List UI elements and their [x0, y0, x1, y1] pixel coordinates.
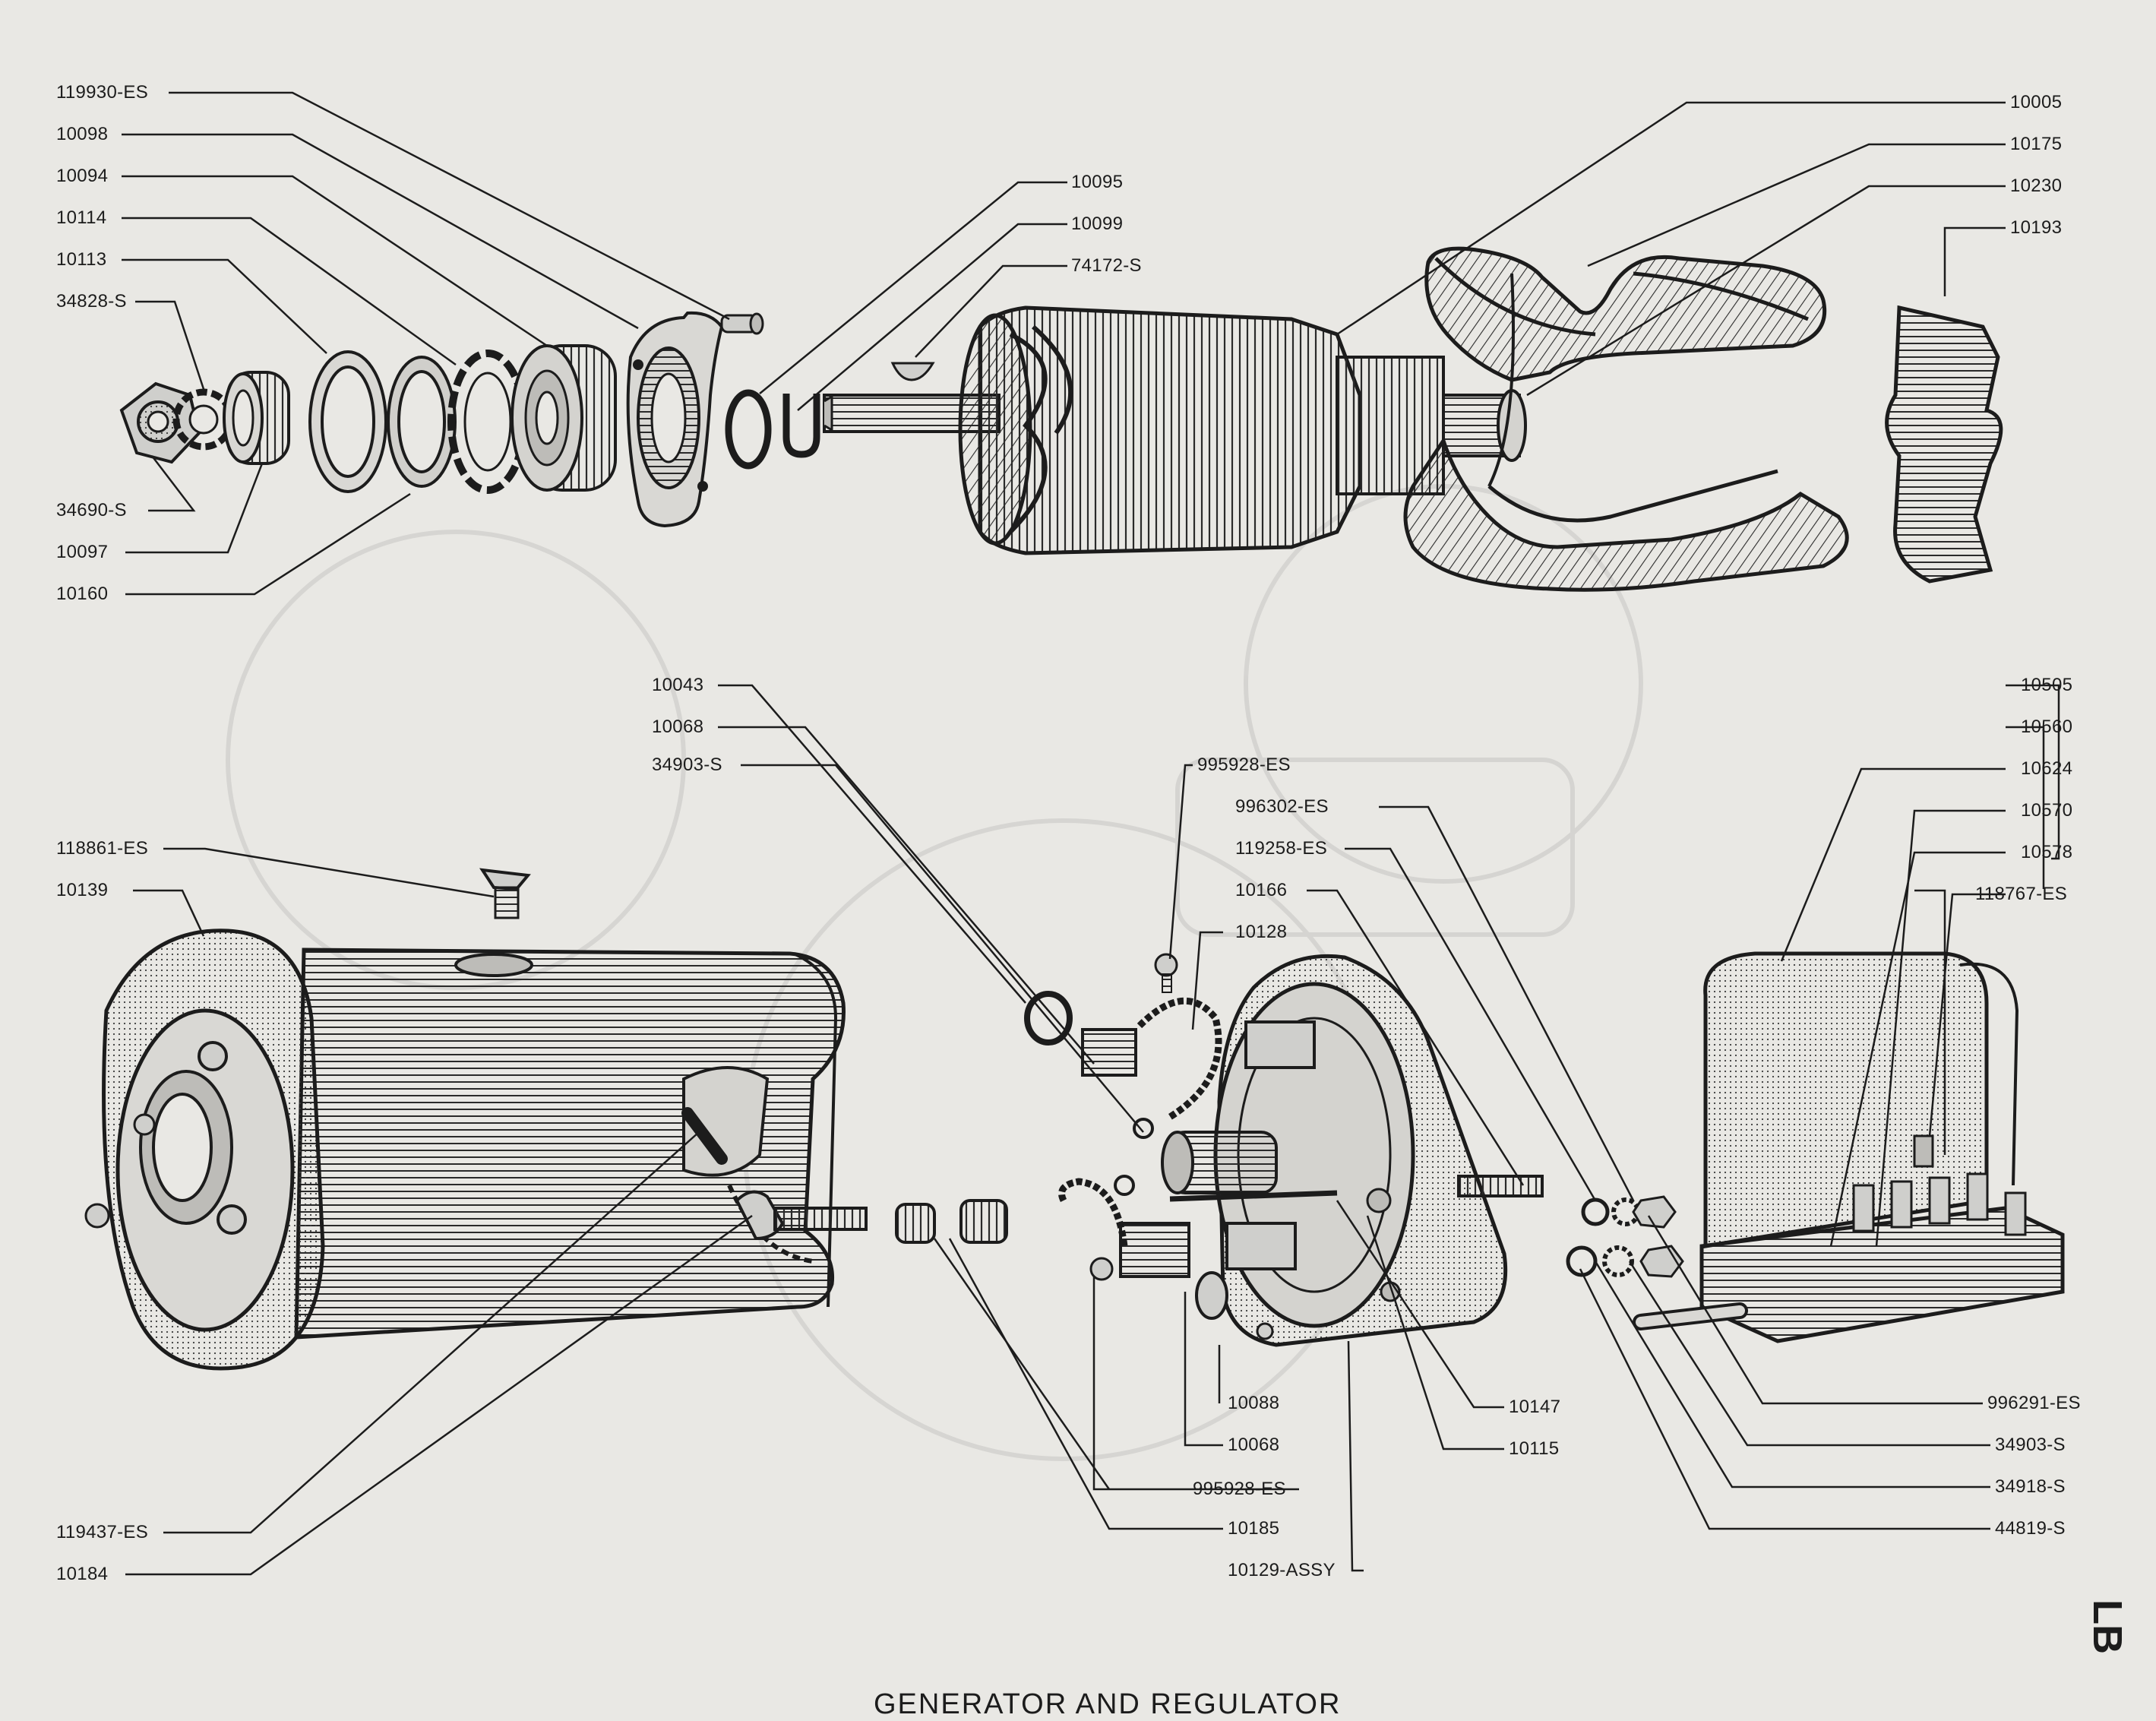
label-10128: 10128: [1235, 922, 1288, 942]
label-10160: 10160: [56, 584, 109, 604]
label-10139: 10139: [56, 880, 109, 900]
label-10114: 10114: [56, 207, 107, 228]
washer-10160: [308, 350, 387, 493]
label-10115: 10115: [1509, 1438, 1560, 1459]
label-10230: 10230: [2010, 176, 2063, 196]
field-coils-10175: [1403, 246, 1849, 592]
generator-frame-10139: [84, 929, 846, 1371]
diagram-title: GENERATOR AND REGULATOR: [874, 1688, 1342, 1720]
small-hardware: [1089, 953, 1274, 1340]
label-10129-assy: 10129-ASSY: [1228, 1560, 1336, 1580]
label-10505: 10505: [2021, 675, 2073, 695]
label-34903-s-right: 34903-S: [1995, 1435, 2066, 1455]
label-10098: 10098: [56, 124, 109, 144]
commutator-end-plate-10129: [1161, 954, 1544, 1347]
label-34918-s: 34918-S: [1995, 1476, 2066, 1497]
regulator-10505: [1699, 951, 2065, 1343]
label-10097: 10097: [56, 542, 109, 562]
clip-10095: [782, 394, 820, 458]
label-10147: 10147: [1509, 1397, 1561, 1417]
label-10578: 10578: [2021, 842, 2073, 862]
spacer-10097: [223, 371, 290, 465]
label-10005: 10005: [2010, 92, 2063, 112]
pin-119437-ES: [681, 1107, 728, 1165]
bushings-10185: [895, 1199, 1008, 1244]
label-10095: 10095: [1071, 172, 1124, 192]
washer-10099: [725, 389, 772, 470]
screw-118861-ES: [479, 868, 531, 919]
label-10068-top: 10068: [652, 717, 704, 737]
label-10193: 10193: [2010, 217, 2063, 238]
label-10043: 10043: [652, 675, 704, 695]
label-34690-s: 34690-S: [56, 500, 127, 520]
leader-lines: [122, 91, 2060, 1576]
label-995928-es-top: 995928-ES: [1197, 755, 1291, 775]
regulator-hardware: [1566, 1195, 1748, 1330]
bearing-10094: [511, 344, 617, 492]
label-996291-es: 996291-ES: [1987, 1393, 2081, 1413]
retainer-plate-10098: [626, 311, 724, 528]
label-10088: 10088: [1228, 1393, 1280, 1413]
label-996302-es: 996302-ES: [1235, 796, 1329, 817]
label-74172-s: 74172-S: [1071, 255, 1142, 276]
label-10175: 10175: [2010, 134, 2063, 154]
terminal-stud-10184: [735, 1190, 868, 1241]
label-118767-es: 118767-ES: [1975, 884, 2068, 904]
label-34828-s: 34828-S: [56, 291, 127, 312]
label-10570: 10570: [2021, 800, 2073, 821]
pole-shoe-10193: [1885, 305, 2003, 584]
label-10185: 10185: [1228, 1518, 1280, 1539]
label-34903-s-left: 34903-S: [652, 755, 722, 775]
key-74172-S: [890, 362, 935, 381]
label-10624: 10624: [2021, 758, 2073, 779]
label-119930-es: 119930-ES: [56, 82, 149, 103]
label-119437-es: 119437-ES: [56, 1522, 149, 1542]
label-119258-es: 119258-ES: [1235, 838, 1328, 859]
brushes-10043: [1024, 991, 1222, 1278]
label-10113: 10113: [56, 249, 107, 270]
washer-10113: [387, 356, 457, 488]
page-code: LB: [2084, 1599, 2130, 1654]
label-10099: 10099: [1071, 214, 1124, 234]
label-995928-es-bottom: 995928-ES: [1193, 1479, 1286, 1499]
label-118861-es: 118861-ES: [56, 838, 149, 859]
screw-119930-ES: [720, 312, 764, 335]
label-10184: 10184: [56, 1564, 109, 1584]
label-10068-bottom: 10068: [1228, 1435, 1280, 1455]
armature-10005: [823, 305, 1527, 555]
label-10094: 10094: [56, 166, 109, 186]
label-44819-s: 44819-S: [1995, 1518, 2066, 1539]
label-10560: 10560: [2021, 717, 2073, 737]
label-10166: 10166: [1235, 880, 1288, 900]
